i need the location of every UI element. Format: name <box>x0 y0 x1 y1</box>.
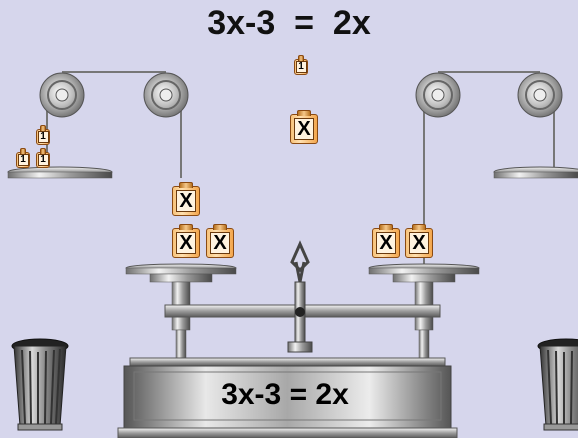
unit-weight[interactable]: 1 <box>36 152 50 168</box>
x-weight-label: X <box>409 232 429 254</box>
equation-title: 3x-3 = 2x <box>0 4 578 43</box>
pulley-wheel-icon <box>518 73 562 117</box>
x-weight[interactable]: X <box>172 228 200 258</box>
unit-weight-label: 1 <box>18 154 29 166</box>
balance-pointer-icon <box>288 244 312 352</box>
unit-weight[interactable]: 1 <box>16 152 30 168</box>
x-weight-label: X <box>210 232 230 254</box>
right-trash-can-icon[interactable] <box>538 339 578 430</box>
x-weight[interactable]: X <box>405 228 433 258</box>
left-pulley-system <box>8 72 188 178</box>
x-weight-label: X <box>294 118 314 140</box>
pulley-wheel-icon <box>144 73 188 117</box>
unit-weight-label: 1 <box>38 131 49 143</box>
unit-weight-label: 1 <box>38 154 49 166</box>
left-trash-can-icon[interactable] <box>12 339 68 430</box>
x-weight-label: X <box>376 232 396 254</box>
unit-weight-label: 1 <box>296 61 307 73</box>
right-constant-pan[interactable] <box>494 167 578 178</box>
pulley-wheel-icon <box>40 73 84 117</box>
x-weight[interactable]: X <box>372 228 400 258</box>
unit-weight-source[interactable]: 1 <box>294 59 308 75</box>
left-constant-pan[interactable] <box>8 167 112 178</box>
scale-equation-plaque: 3x-3 = 2x <box>130 370 440 420</box>
unit-weight[interactable]: 1 <box>36 129 50 145</box>
x-weight[interactable]: X <box>172 186 200 216</box>
x-weight[interactable]: X <box>206 228 234 258</box>
x-weight-source[interactable]: X <box>290 114 318 144</box>
x-weight-label: X <box>176 190 196 212</box>
right-pulley-system <box>416 72 578 265</box>
x-weight-label: X <box>176 232 196 254</box>
pulley-wheel-icon <box>416 73 460 117</box>
